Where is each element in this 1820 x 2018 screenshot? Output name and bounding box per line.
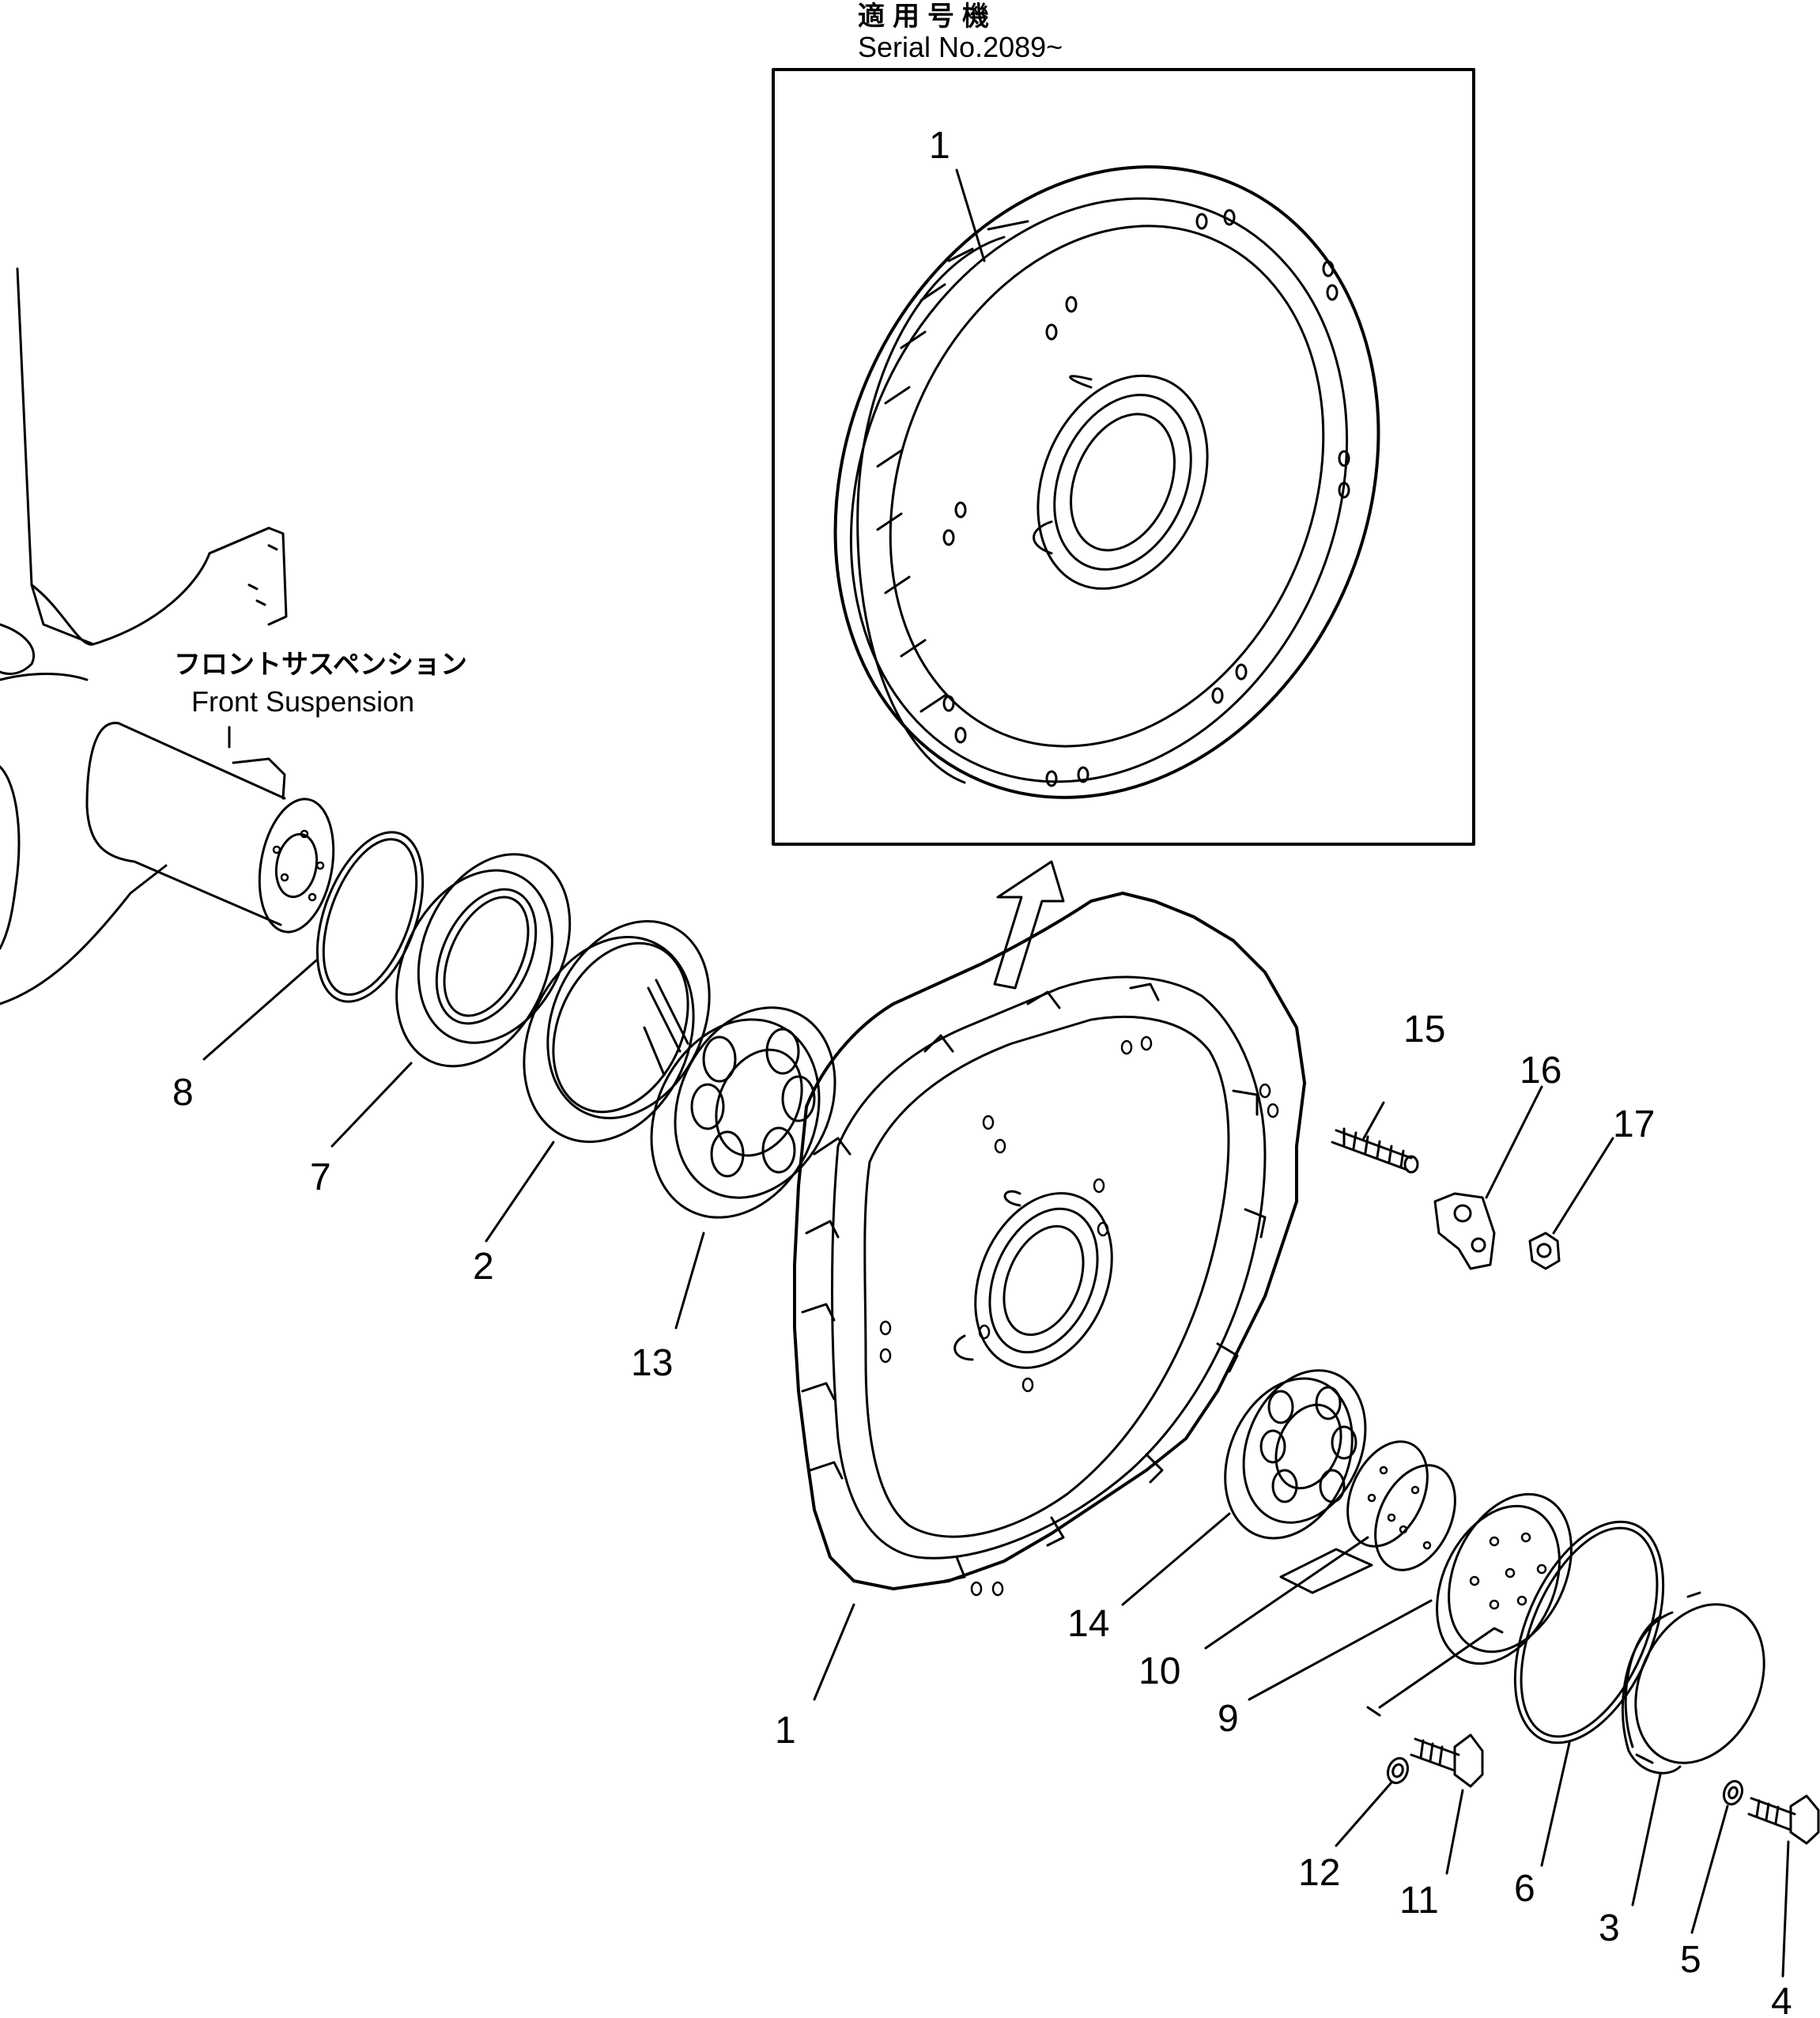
- part-3-cover: [1611, 1583, 1789, 1784]
- callout-17: 17: [1613, 1103, 1655, 1145]
- inset-callout: 1: [929, 125, 950, 167]
- part-11-bolt: [1411, 1735, 1482, 1786]
- part-5-washer: [1721, 1778, 1746, 1807]
- callout-2: 2: [473, 1246, 494, 1288]
- leader-15: [1364, 1103, 1384, 1138]
- front-suspension-drawing: [0, 269, 343, 1004]
- part-13-bearing: [620, 982, 864, 1246]
- callout-numbers: 8 7 2 13 15 16 17 1 14 10 9 12 11 6 3 5 …: [172, 1009, 1792, 2018]
- callout-14: 14: [1067, 1603, 1109, 1645]
- callout-11: 11: [1399, 1880, 1439, 1922]
- callout-7: 7: [310, 1156, 331, 1198]
- part-15-stud: [1332, 1129, 1418, 1172]
- part-2-race: [492, 895, 740, 1170]
- callout-5: 5: [1680, 1939, 1701, 1981]
- part-7-seal: [366, 830, 598, 1092]
- part-10-shims: [1281, 1429, 1471, 1593]
- callout-1: 1: [775, 1710, 796, 1752]
- part-17-nut: [1530, 1233, 1559, 1269]
- part-14-bearing: [1202, 1352, 1388, 1558]
- callout-16: 16: [1520, 1050, 1561, 1092]
- callout-15: 15: [1403, 1009, 1445, 1050]
- inset-leader: [957, 170, 984, 261]
- inset-box: [773, 70, 1474, 844]
- part-4-bolt: [1749, 1796, 1818, 1843]
- part-12-washer: [1384, 1756, 1410, 1786]
- leader-17: [1554, 1138, 1613, 1233]
- part-9-plate: [1368, 1474, 1595, 1715]
- leader-16: [1486, 1087, 1542, 1198]
- inset-hub-drawing: [740, 82, 1474, 883]
- serial-label-jp: 適用号機: [858, 1, 997, 32]
- serial-label-en: Serial No.2089~: [858, 31, 1063, 63]
- callout-3: 3: [1599, 1907, 1620, 1949]
- part-16-lock-plate: [1435, 1194, 1494, 1269]
- suspension-label-en: Front Suspension: [191, 685, 414, 718]
- callout-4: 4: [1771, 1981, 1792, 2018]
- callout-10: 10: [1138, 1650, 1180, 1692]
- callout-6: 6: [1514, 1868, 1535, 1910]
- suspension-label-jp: フロントサスペンション: [174, 649, 467, 681]
- up-arrow: [995, 862, 1063, 988]
- callout-13: 13: [631, 1342, 673, 1384]
- callout-8: 8: [172, 1072, 194, 1114]
- callout-12: 12: [1298, 1852, 1340, 1894]
- part-1-hub: [795, 893, 1305, 1595]
- leader-lines: [204, 960, 1788, 1976]
- callout-9: 9: [1218, 1698, 1239, 1740]
